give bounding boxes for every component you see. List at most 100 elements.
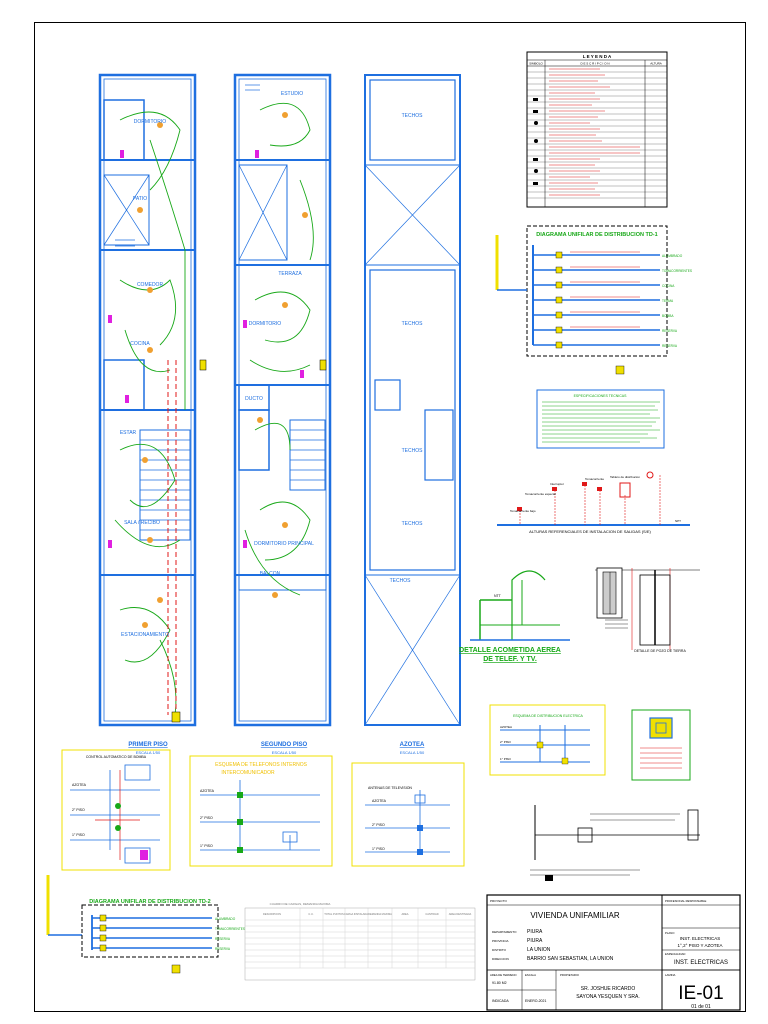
telefonos-level: 1° PISO bbox=[200, 844, 213, 848]
acometida-label: NTT bbox=[494, 594, 502, 598]
tb-district-label: DISTRITO bbox=[492, 948, 507, 952]
specs-title: ESPECIFICACIONES TECNICAS bbox=[574, 394, 628, 398]
room-label: TECHOS bbox=[402, 321, 424, 327]
cuadro-cargas-table bbox=[244, 907, 476, 981]
tb-owner-line1: SR. JOSHUE RICARDO bbox=[581, 986, 636, 992]
esquema-level: 2° PISO bbox=[500, 740, 512, 744]
tb-specialty-label: ESPECIALIDAD bbox=[665, 952, 685, 956]
cuadro-header: CANTIDAD bbox=[425, 912, 438, 916]
second-floor-title: SEGUNDO PISO bbox=[261, 742, 308, 748]
cuadro-cargas-title: CUADRO DE CARGAS, DEMANDA MAXIMA bbox=[270, 902, 331, 906]
panel-detail-box bbox=[631, 709, 691, 781]
telefonos-title-line1: ESQUEMA DE TELEFONOS INTERNOS bbox=[215, 762, 308, 768]
cuadro-header: TOTAL PUNTOS bbox=[324, 912, 344, 916]
room-label: PATIO bbox=[133, 196, 147, 202]
cuadro-header: AREA DESTINADA bbox=[449, 912, 472, 916]
tb-plan-line1: INST. ELECTRICAS bbox=[680, 936, 721, 941]
td1-circuit-label: RESERVA bbox=[662, 344, 678, 348]
acometida-title-line2: DE TELEF. Y TV. bbox=[483, 656, 537, 663]
height-label: Tablero de distribucion bbox=[610, 475, 640, 479]
bomba-level: 1° PISO bbox=[72, 833, 85, 837]
acometida-detail bbox=[470, 570, 570, 641]
cuadro-header: CARGA INSTALADA bbox=[344, 912, 368, 916]
esquema-level: 1° PISO bbox=[500, 757, 512, 761]
cuadro-header: DEMANDA MAXIMA bbox=[368, 912, 392, 916]
tb-department: PIURA bbox=[527, 929, 543, 935]
room-label: DUCTO bbox=[245, 396, 263, 402]
td1-circuit-label: BOMBA bbox=[662, 314, 674, 318]
tb-address: BARRIO SAN SEBASTIAN, LA UNION bbox=[527, 956, 614, 962]
tb-owner-line2: SAYONA YESQUEN Y SRA. bbox=[576, 994, 640, 1000]
tb-district: LA UNION bbox=[527, 947, 551, 953]
antenas-level: AZOTEA bbox=[372, 799, 387, 803]
first-floor-plan bbox=[98, 73, 207, 727]
antenas-diagram bbox=[351, 762, 465, 867]
heights-diagram bbox=[497, 471, 690, 526]
td1-circuit-label: COCINA bbox=[662, 284, 675, 288]
tb-scale: INDICADA bbox=[492, 999, 509, 1003]
td1-circuit-label: TOMACORRIENTES bbox=[662, 269, 692, 273]
cuadro-header: DESCRIPCION bbox=[263, 912, 281, 916]
height-label: Tomacorriente bajo bbox=[510, 509, 536, 513]
room-label: DORMITORIO PRINCIPAL bbox=[254, 541, 314, 547]
cuadro-header: AREA bbox=[401, 912, 408, 916]
room-label: BALCON bbox=[260, 571, 281, 577]
room-label: DORMITORIO bbox=[249, 321, 282, 327]
td2-circuit-label: ALUMBRADO bbox=[215, 917, 236, 921]
tb-sheet-count: 01 de 01 bbox=[691, 1004, 711, 1010]
roof-plan bbox=[364, 74, 461, 726]
roof-title: AZOTEA bbox=[400, 742, 425, 748]
legend-col-description: D E S C R I P C I O N bbox=[580, 62, 609, 66]
room-label: TECHOS bbox=[402, 448, 424, 454]
acometida-principal-diagram bbox=[530, 805, 700, 881]
drawing-sheet-border bbox=[34, 22, 746, 1012]
td1-circuit-label: ALUMBRADO bbox=[662, 254, 683, 258]
first-floor-scale: ESCALA 1/50 bbox=[136, 750, 161, 755]
td1-circuit-label: RESERVA bbox=[662, 329, 678, 333]
telefonos-diagram bbox=[189, 755, 333, 867]
heights-title: ALTURAS REFERENCIALES DE INSTALACION DE … bbox=[529, 529, 651, 534]
td2-title: DIAGRAMA UNIFILAR DE DISTRIBUCION TD-2 bbox=[89, 899, 210, 905]
tb-sheet-code: IE-01 bbox=[678, 983, 723, 1004]
telefonos-level: AZOTEA bbox=[200, 789, 215, 793]
tb-project: VIVIENDA UNIFAMILIAR bbox=[530, 911, 620, 920]
room-label: TECHOS bbox=[402, 113, 424, 119]
room-label: COMEDOR bbox=[137, 282, 164, 288]
telefonos-title-line2: INTERCOMUNICADOR bbox=[221, 770, 275, 776]
td1-title: DIAGRAMA UNIFILAR DE DISTRIBUCION TD-1 bbox=[536, 232, 657, 238]
tb-owner-label: PROPIETARIO bbox=[560, 973, 580, 977]
tb-date: ENERO-2021 bbox=[525, 999, 546, 1003]
td2-circuit-label: TOMACORRIENTES bbox=[215, 927, 245, 931]
pozo-tierra-title: DETALLE DE POZO DE TIERRA bbox=[634, 649, 686, 653]
tb-area: 91.80 M2 bbox=[492, 981, 507, 985]
legend-col-symbol: SIMBOLO bbox=[529, 62, 543, 66]
pozo-tierra-detail bbox=[595, 567, 700, 650]
tb-specialty: INST. ELECTRICAS bbox=[674, 960, 728, 966]
legend-table bbox=[526, 51, 668, 208]
height-label: Tomacorriente bbox=[585, 477, 604, 481]
antenas-title: ANTENAS DE TELEVISION bbox=[368, 786, 412, 790]
esquema-title: ESQUEMA DE DISTRIBUCION ELECTRICA bbox=[513, 714, 583, 718]
acometida-title-line1: DETALLE ACOMETIDA AEREA bbox=[459, 647, 561, 654]
td2-circuit-label: RESERVA bbox=[215, 947, 231, 951]
tb-sheet-label: LAMINA bbox=[665, 973, 676, 977]
height-label: NPT bbox=[675, 519, 681, 523]
tb-address-label: DIRECCION bbox=[492, 957, 509, 961]
height-label: Interruptor bbox=[550, 482, 564, 486]
tb-plan-line2: 1°,2° PISO Y AZOTEA bbox=[678, 943, 723, 948]
second-floor-plan bbox=[233, 73, 332, 727]
room-label: COCINA bbox=[130, 341, 150, 347]
tb-professional-label: PROFESIONAL RESPONSABLE bbox=[665, 899, 707, 903]
room-label: TECHOS bbox=[402, 521, 424, 527]
antenas-level: 2° PISO bbox=[372, 823, 385, 827]
bomba-level: AZOTEA bbox=[72, 783, 87, 787]
legend-title: L E Y E N D A bbox=[583, 54, 612, 59]
specs-box bbox=[536, 389, 665, 449]
room-label: ESTUDIO bbox=[281, 91, 303, 97]
second-floor-scale: ESCALA 1/50 bbox=[272, 750, 297, 755]
height-label: Tomacorriente especial bbox=[525, 492, 556, 496]
tb-province: PIURA bbox=[527, 938, 543, 944]
td1-circuit-label: TERMA bbox=[662, 299, 674, 303]
title-block bbox=[486, 894, 741, 1011]
